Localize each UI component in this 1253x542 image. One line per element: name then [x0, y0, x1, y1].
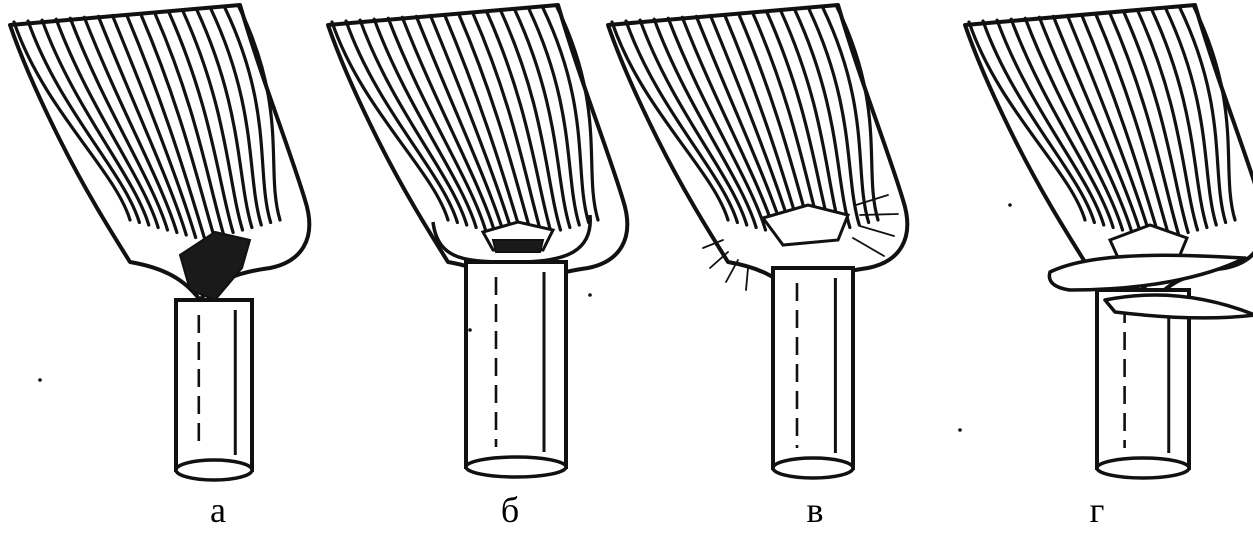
- panel-auricles: [965, 5, 1253, 478]
- leaf-sheath-stem: [176, 300, 252, 470]
- stem-cut-end: [466, 457, 566, 477]
- ligule-hair: [860, 214, 898, 215]
- auricle-right: [1105, 295, 1253, 318]
- scan-speck: [38, 378, 42, 382]
- leaf-sheath-stem: [773, 268, 853, 468]
- ligule-hair: [746, 268, 748, 290]
- panels-group: а б в г: [10, 5, 1253, 530]
- scan-speck: [468, 328, 472, 332]
- panel-ligule-with-hairs: [608, 5, 907, 478]
- panel-label-2: б: [501, 490, 519, 530]
- scan-speck: [588, 293, 592, 297]
- stem-cut-end: [176, 460, 252, 480]
- stem-cut-end: [1097, 458, 1189, 478]
- ligule-dark-band: [493, 240, 543, 252]
- auricle-left: [1049, 255, 1245, 290]
- panel-label-3: в: [807, 490, 824, 530]
- panel-label-1: а: [210, 490, 226, 530]
- leaf-sheath-stem: [466, 262, 566, 467]
- scan-speck: [958, 428, 962, 432]
- stem-cut-end: [773, 458, 853, 478]
- panel-sheath-collar: [328, 5, 627, 477]
- scan-speck: [1008, 203, 1012, 207]
- panel-ligule-membranous-pointed: [10, 5, 309, 480]
- panel-label-4: г: [1090, 490, 1105, 530]
